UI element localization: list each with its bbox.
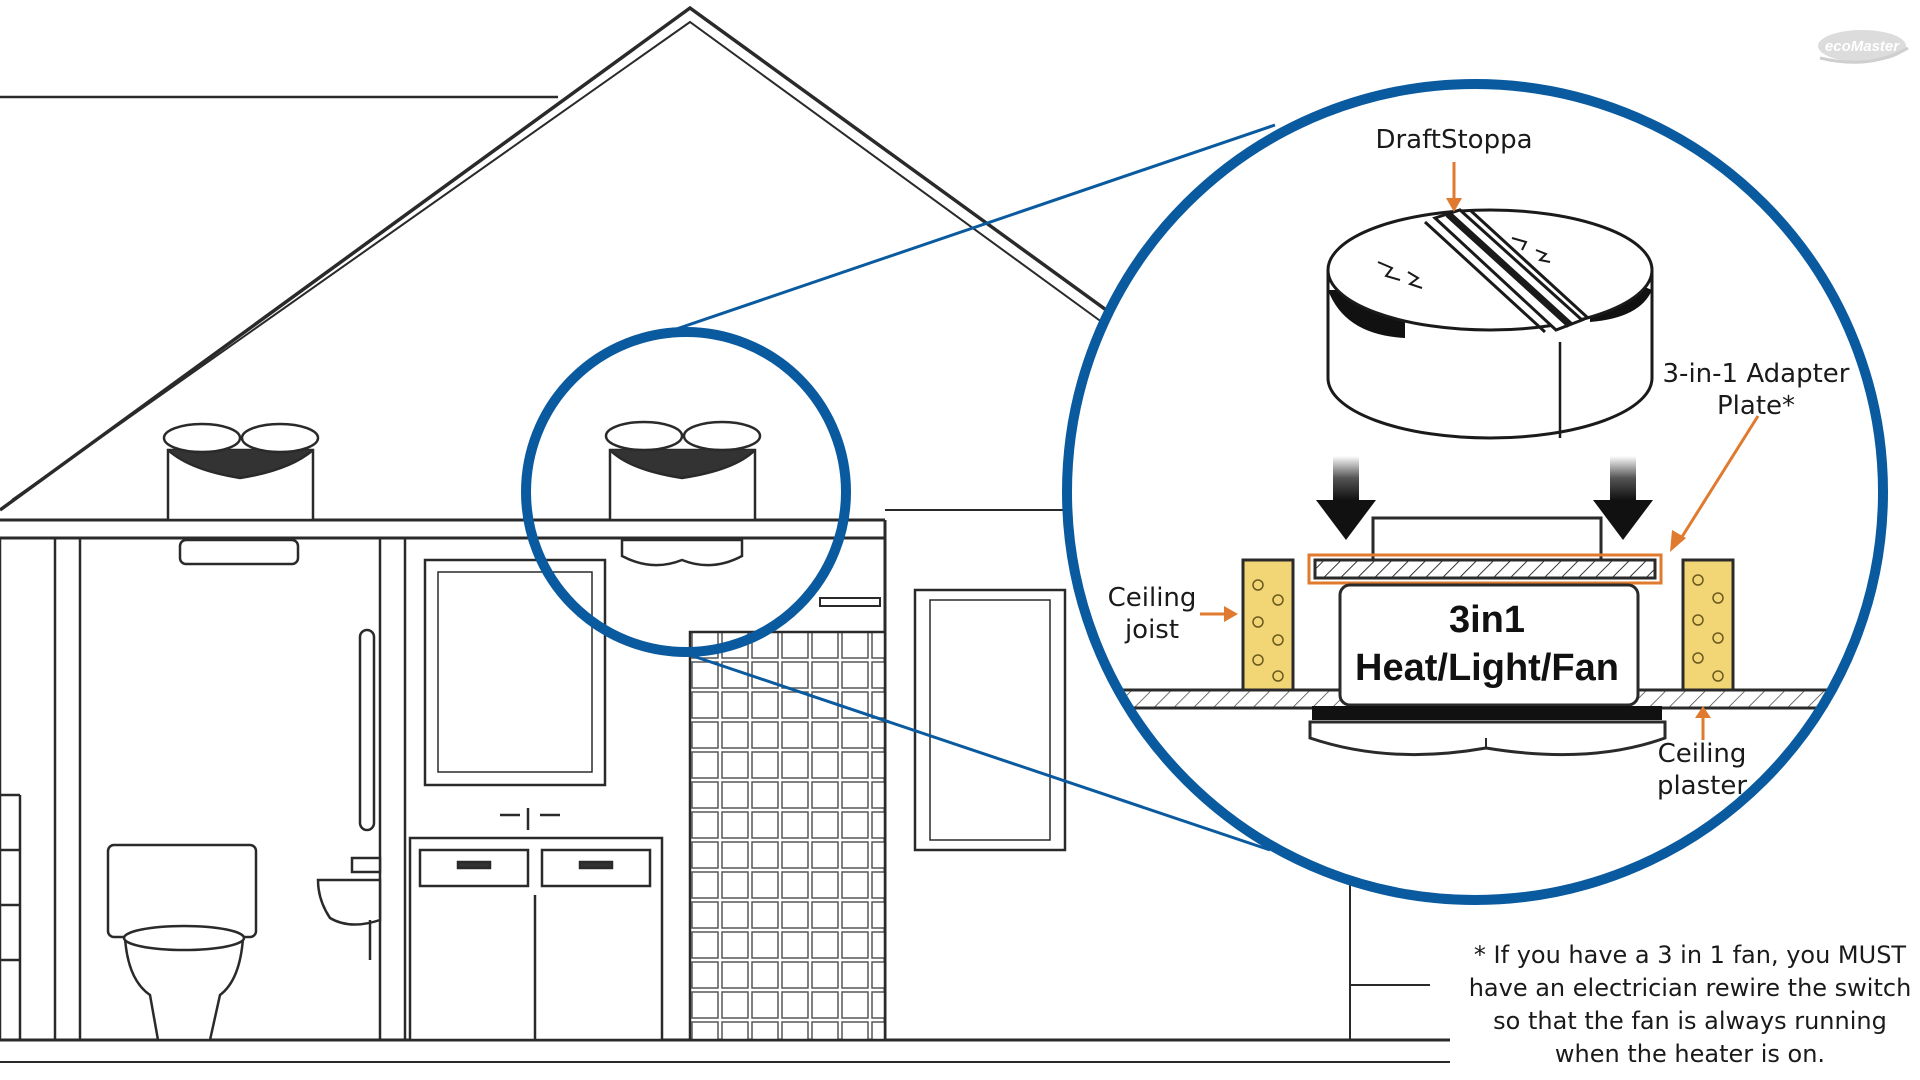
callout-connector-lines [649, 123, 1276, 852]
callout-source-circle [521, 327, 851, 657]
adapter-plate-highlight [1307, 553, 1663, 585]
label-draftstoppa: DraftStoppa [1375, 125, 1532, 155]
roof-draftstoppa-left [162, 422, 320, 522]
label-adapter-plate-line2: Plate* [1717, 391, 1795, 421]
toilet [106, 843, 258, 1042]
left-shelves [0, 793, 22, 1040]
adapter-plate [1313, 558, 1657, 580]
label-ceiling-joist-line2: joist [1124, 615, 1179, 645]
label-ceiling-plaster-line1: Ceiling [1658, 739, 1747, 769]
install-arrow-left [1316, 456, 1376, 540]
footnote-line1: * If you have a 3 in 1 fan, you MUST [1474, 941, 1907, 969]
install-arrow-right [1593, 456, 1653, 540]
ceiling-joist-right [1681, 558, 1735, 692]
zoom-circle-border [1062, 79, 1888, 905]
ceiling-light-fixtures [178, 538, 744, 567]
footnote-line3: so that the fan is always running [1493, 1007, 1887, 1035]
unit-top-housing [1371, 516, 1603, 562]
roof-draftstoppa-center [604, 420, 762, 522]
zoom-detail [1067, 208, 1883, 757]
unit-label-line2: Heat/Light/Fan [1355, 647, 1619, 689]
footnote-line4: when the heater is on. [1555, 1040, 1825, 1068]
unit-lamp-cover [1308, 720, 1667, 757]
ceiling-joist-left [1241, 558, 1295, 692]
towel-rail [358, 628, 376, 832]
vanity [408, 808, 664, 1042]
footnote-line2: have an electrician rewire the switch [1469, 974, 1912, 1002]
draftstoppa-unit [1326, 208, 1654, 440]
heat-light-fan-unit [1338, 583, 1640, 707]
unit-trim [1312, 706, 1662, 720]
label-ceiling-joist-line1: Ceiling [1108, 583, 1197, 613]
label-ceiling-plaster-line2: plaster [1657, 771, 1747, 801]
ecomaster-logo: ecoMaster [1818, 30, 1909, 64]
logo-text: ecoMaster [1825, 38, 1900, 55]
basin [316, 856, 382, 960]
unit-label-line1: 3in1 [1449, 599, 1525, 641]
adapter-pointer [1678, 415, 1760, 541]
footnote: * If you have a 3 in 1 fan, you MUST hav… [1469, 941, 1912, 1068]
mirror [423, 558, 607, 787]
shower-glass-block [688, 597, 887, 1042]
label-adapter-plate-line1: 3-in-1 Adapter [1663, 359, 1850, 389]
label-pointer-arrows [1200, 162, 1760, 740]
